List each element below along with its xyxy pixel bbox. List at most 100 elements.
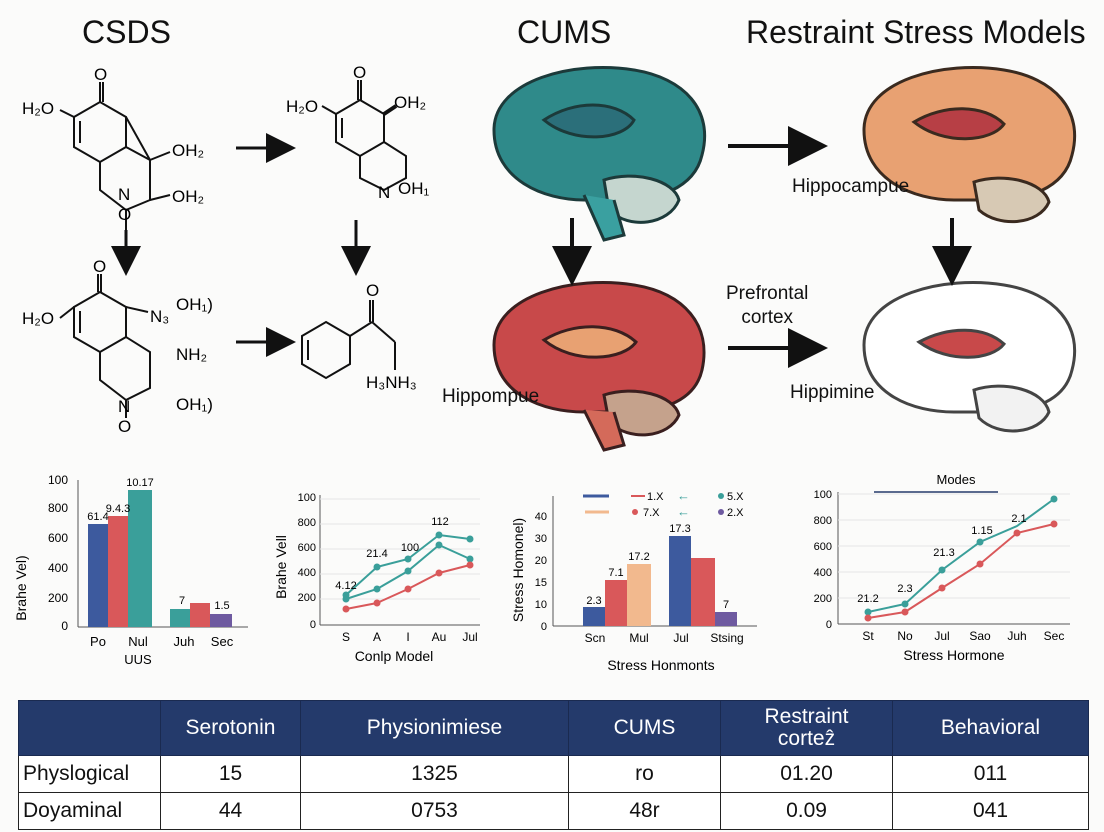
- c3-bar-jul-blue: [669, 536, 691, 626]
- c4-ytick-1: 800: [814, 515, 832, 527]
- c4-ytick-2: 600: [814, 541, 832, 553]
- molecule-3: [59, 274, 151, 418]
- m2-oh2: OH₂: [394, 93, 426, 112]
- table-cell: 01.20: [720, 755, 893, 793]
- svg-text:←: ←: [677, 504, 690, 519]
- table-row: Physlogical 15 1325 ro 01.20 011: [18, 755, 1089, 793]
- c3-legend: 1.X 7.X ← ← 5.X 2.X: [583, 488, 744, 519]
- c2-ytick-4: 200: [298, 592, 316, 604]
- m3-n: N: [118, 397, 130, 416]
- c4-line-teal: [867, 498, 1055, 613]
- c1-dl-3: 7: [179, 595, 185, 607]
- chart-4: Modes 100 800 600 400 200 0 21.2 2.3 21.…: [814, 472, 1070, 663]
- c3-legend-3: 2.X: [727, 507, 744, 519]
- chart-3: Stress Homonel) 40 30 20 15 10 0 1.X 7.X…: [510, 488, 757, 673]
- c2-dl-3: 112: [431, 516, 449, 528]
- c1-dl-1: 9.4.3: [106, 503, 130, 515]
- c3-ylabel: Stress Homonel): [510, 518, 526, 622]
- c1-xlabel: UUS: [124, 652, 152, 667]
- table-cell: 011: [892, 755, 1089, 793]
- m2-o: O: [353, 63, 366, 82]
- c2-x-1: A: [373, 630, 381, 644]
- c1-bar-juh-red: [190, 603, 210, 627]
- m3-o: O: [93, 257, 106, 276]
- c3-dl-0: 2.3: [586, 595, 601, 607]
- heading-csds: CSDS: [82, 14, 171, 50]
- c4-x-1: No: [897, 629, 913, 643]
- m1-h2o: H₂O: [22, 99, 54, 118]
- c2-ytick-0: 100: [298, 492, 316, 504]
- c3-bar-scn: [583, 607, 605, 626]
- table-header: Physionimiese: [300, 700, 569, 756]
- brain-4: [862, 281, 1077, 433]
- table-cell: 041: [892, 792, 1089, 830]
- c4-x-2: Jul: [934, 629, 949, 643]
- c3-ytick-5: 0: [541, 621, 547, 633]
- c2-dl-1: 21.4: [366, 548, 387, 560]
- c3-dl-1: 7.1: [608, 567, 623, 579]
- c3-bar-jul-red: [691, 558, 715, 626]
- c3-ytick-2: 20: [535, 555, 547, 567]
- c4-x-0: St: [862, 629, 874, 643]
- c2-x-3: Au: [432, 630, 447, 644]
- c1-bar-sec: [210, 614, 232, 627]
- c1-ytick-2: 600: [48, 531, 68, 545]
- c3-ytick-0: 40: [535, 511, 547, 523]
- m1-n: N: [118, 185, 130, 204]
- c1-ylabel: Brahe Vel): [13, 555, 29, 620]
- c1-bar-nul-teal: [128, 490, 152, 627]
- table-cell: 44: [160, 792, 301, 830]
- c3-xlabel: Stress Honmonts: [607, 657, 714, 673]
- table-cell: Doyaminal: [18, 792, 161, 830]
- c1-bar-nul-red: [108, 516, 128, 627]
- brain-panel: [492, 66, 1077, 452]
- m1-oh2-a: OH₂: [172, 141, 204, 160]
- m2-n: N: [378, 183, 390, 202]
- c3-x-3: Stsing: [710, 631, 743, 645]
- table-header: Serotonin: [160, 700, 301, 756]
- chart-2: Brahe Vell 100 800 600 400 200 0 4.12 21…: [273, 492, 480, 664]
- m1-o2: O: [118, 205, 131, 224]
- m2-h2o: H₂O: [286, 97, 318, 116]
- table-cell: 1325: [300, 755, 569, 793]
- table-header-row: Serotonin Physionimiese CUMS Restraint c…: [18, 700, 1089, 756]
- c3-x-1: Mul: [629, 631, 648, 645]
- c3-x-0: Scn: [585, 631, 606, 645]
- m4-nh: H₃NH₃: [366, 373, 417, 392]
- m3-oh-a: OH₁): [176, 295, 213, 314]
- table-cell: Physlogical: [18, 755, 161, 793]
- table-header: Restraint corteẑ: [720, 700, 893, 756]
- m3-h2o: H₂O: [22, 309, 54, 328]
- c1-ytick-1: 800: [48, 501, 68, 515]
- m3-n3: N₃: [150, 307, 169, 326]
- label-prefrontal: Prefrontal cortex: [726, 283, 809, 328]
- molecule-4: [301, 300, 396, 380]
- c4-x-3: Sao: [969, 629, 991, 643]
- c1-bar-juh-teal: [170, 609, 190, 627]
- molecule-panel: O H₂O OH₂ OH₂ N O O H₂O OH₂ N OH₁ O H₂O …: [22, 63, 430, 436]
- c2-x-2: I: [406, 630, 409, 644]
- summary-table: Serotonin Physionimiese CUMS Restraint c…: [18, 700, 1089, 830]
- label-hippocampue: Hippocampue: [792, 176, 910, 197]
- c3-dl-3: 17.3: [669, 523, 690, 535]
- c2-dl-2: 100: [401, 542, 419, 554]
- c2-ytick-5: 0: [310, 619, 316, 631]
- c4-title: Modes: [936, 472, 976, 487]
- c4-x-4: Juh: [1007, 629, 1026, 643]
- c1-x-2: Juh: [174, 634, 195, 649]
- m1-oh2-b: OH₂: [172, 187, 204, 206]
- c4-x-5: Sec: [1044, 629, 1065, 643]
- label-hippompue: Hippompue: [442, 386, 540, 407]
- table-cell: 0.09: [720, 792, 893, 830]
- c2-dl-0: 4.12: [335, 580, 356, 592]
- c1-ytick-3: 400: [48, 561, 68, 575]
- table-header: CUMS: [568, 700, 721, 756]
- molecule-1: [59, 82, 171, 230]
- table-header: Behavioral: [892, 700, 1089, 756]
- c3-ytick-4: 10: [535, 599, 547, 611]
- c3-dl-2: 17.2: [628, 551, 649, 563]
- table-cell: ro: [568, 755, 721, 793]
- table-cell: 15: [160, 755, 301, 793]
- c3-dl-4: 7: [723, 599, 729, 611]
- c1-ytick-0: 100: [48, 473, 68, 487]
